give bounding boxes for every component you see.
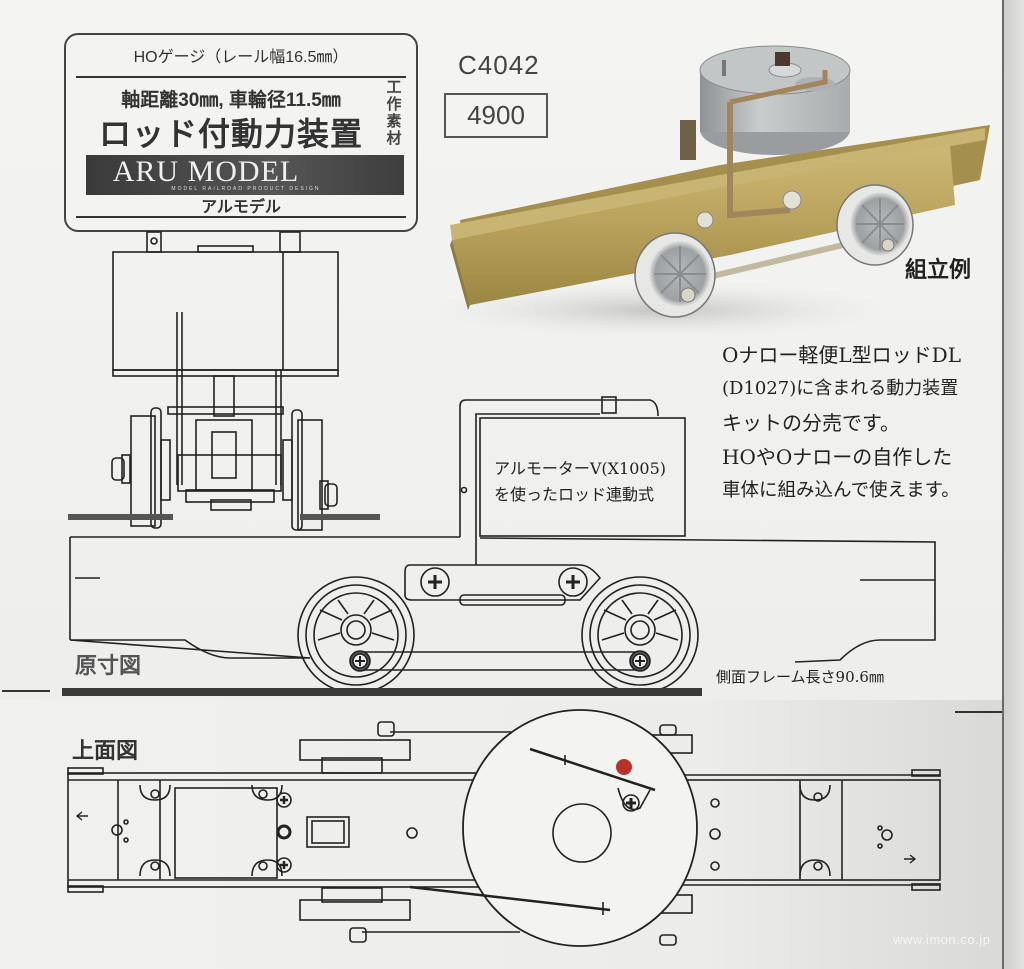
brand-banner: ARU MODEL MODEL RAILROAD PRODUCT DESIGN xyxy=(86,155,404,195)
frame-length-label: 側面フレーム長さ90.6㎜ xyxy=(716,668,884,686)
page-shadow xyxy=(1004,0,1024,969)
watermark: www.imon.co.jp xyxy=(893,932,991,947)
description-line: Oナロー軽便L型ロッドDL xyxy=(722,343,961,367)
assembled-example-photo xyxy=(430,45,990,338)
product-code: C4042 xyxy=(458,50,540,80)
gauge-label: HOゲージ（レール幅16.5㎜） xyxy=(133,49,349,66)
motor-label-line: アルモーターV(X1005) xyxy=(494,459,666,478)
category-char: 材 xyxy=(386,129,402,147)
motor-disc xyxy=(462,709,698,947)
description-line: (D1027)に含まれる動力装置 xyxy=(722,378,959,399)
motor-label: アルモーターV(X1005) を使ったロッド連動式 xyxy=(494,456,666,508)
brand-logo: ARU MODEL xyxy=(112,155,300,188)
description-line: 車体に組み込んで使えます。 xyxy=(722,480,960,501)
rail-right xyxy=(300,514,380,520)
rail-left xyxy=(68,514,173,520)
price-box: 4900 xyxy=(444,93,548,138)
drive-lever xyxy=(727,102,791,219)
side-view-drawing xyxy=(69,396,936,694)
category-char: 作 xyxy=(386,95,402,113)
divider xyxy=(76,216,406,218)
category-vertical: 工 作 素 材 xyxy=(384,79,404,147)
top-view-label: 上面図 xyxy=(72,738,139,764)
fold-line-left xyxy=(2,690,50,692)
motor-label-line: を使ったロッド連動式 xyxy=(494,485,655,504)
red-marker xyxy=(616,759,632,775)
product-description: Oナロー軽便L型ロッドDL (D1027)に含まれる動力装置 キットの分売です。… xyxy=(722,338,1002,508)
spec-label: 軸距離30㎜, 車輪径11.5㎜ xyxy=(121,90,341,111)
category-char: 工 xyxy=(386,78,402,96)
divider xyxy=(76,76,406,78)
actual-size-label: 原寸図 xyxy=(75,653,142,679)
product-title-box: HOゲージ（レール幅16.5㎜） 軸距離30㎜, 車輪径11.5㎜ ロッド付動力… xyxy=(64,33,418,232)
brand-kana: アルモデル xyxy=(201,197,281,216)
description-line: キットの分売です。 xyxy=(722,411,900,435)
brand-tagline: MODEL RAILROAD PRODUCT DESIGN xyxy=(171,186,321,192)
category-char: 素 xyxy=(386,112,402,130)
product-name: ロッド付動力装置 xyxy=(98,115,363,153)
description-line: HOやOナローの自作した xyxy=(722,445,953,469)
assembled-example-caption: 組立例 xyxy=(905,257,972,283)
top-view-drawing xyxy=(67,709,941,947)
fold-line-right xyxy=(955,711,1002,713)
page-edge xyxy=(1002,0,1004,969)
rail-side-view xyxy=(62,688,702,696)
end-view-drawing xyxy=(111,231,339,531)
